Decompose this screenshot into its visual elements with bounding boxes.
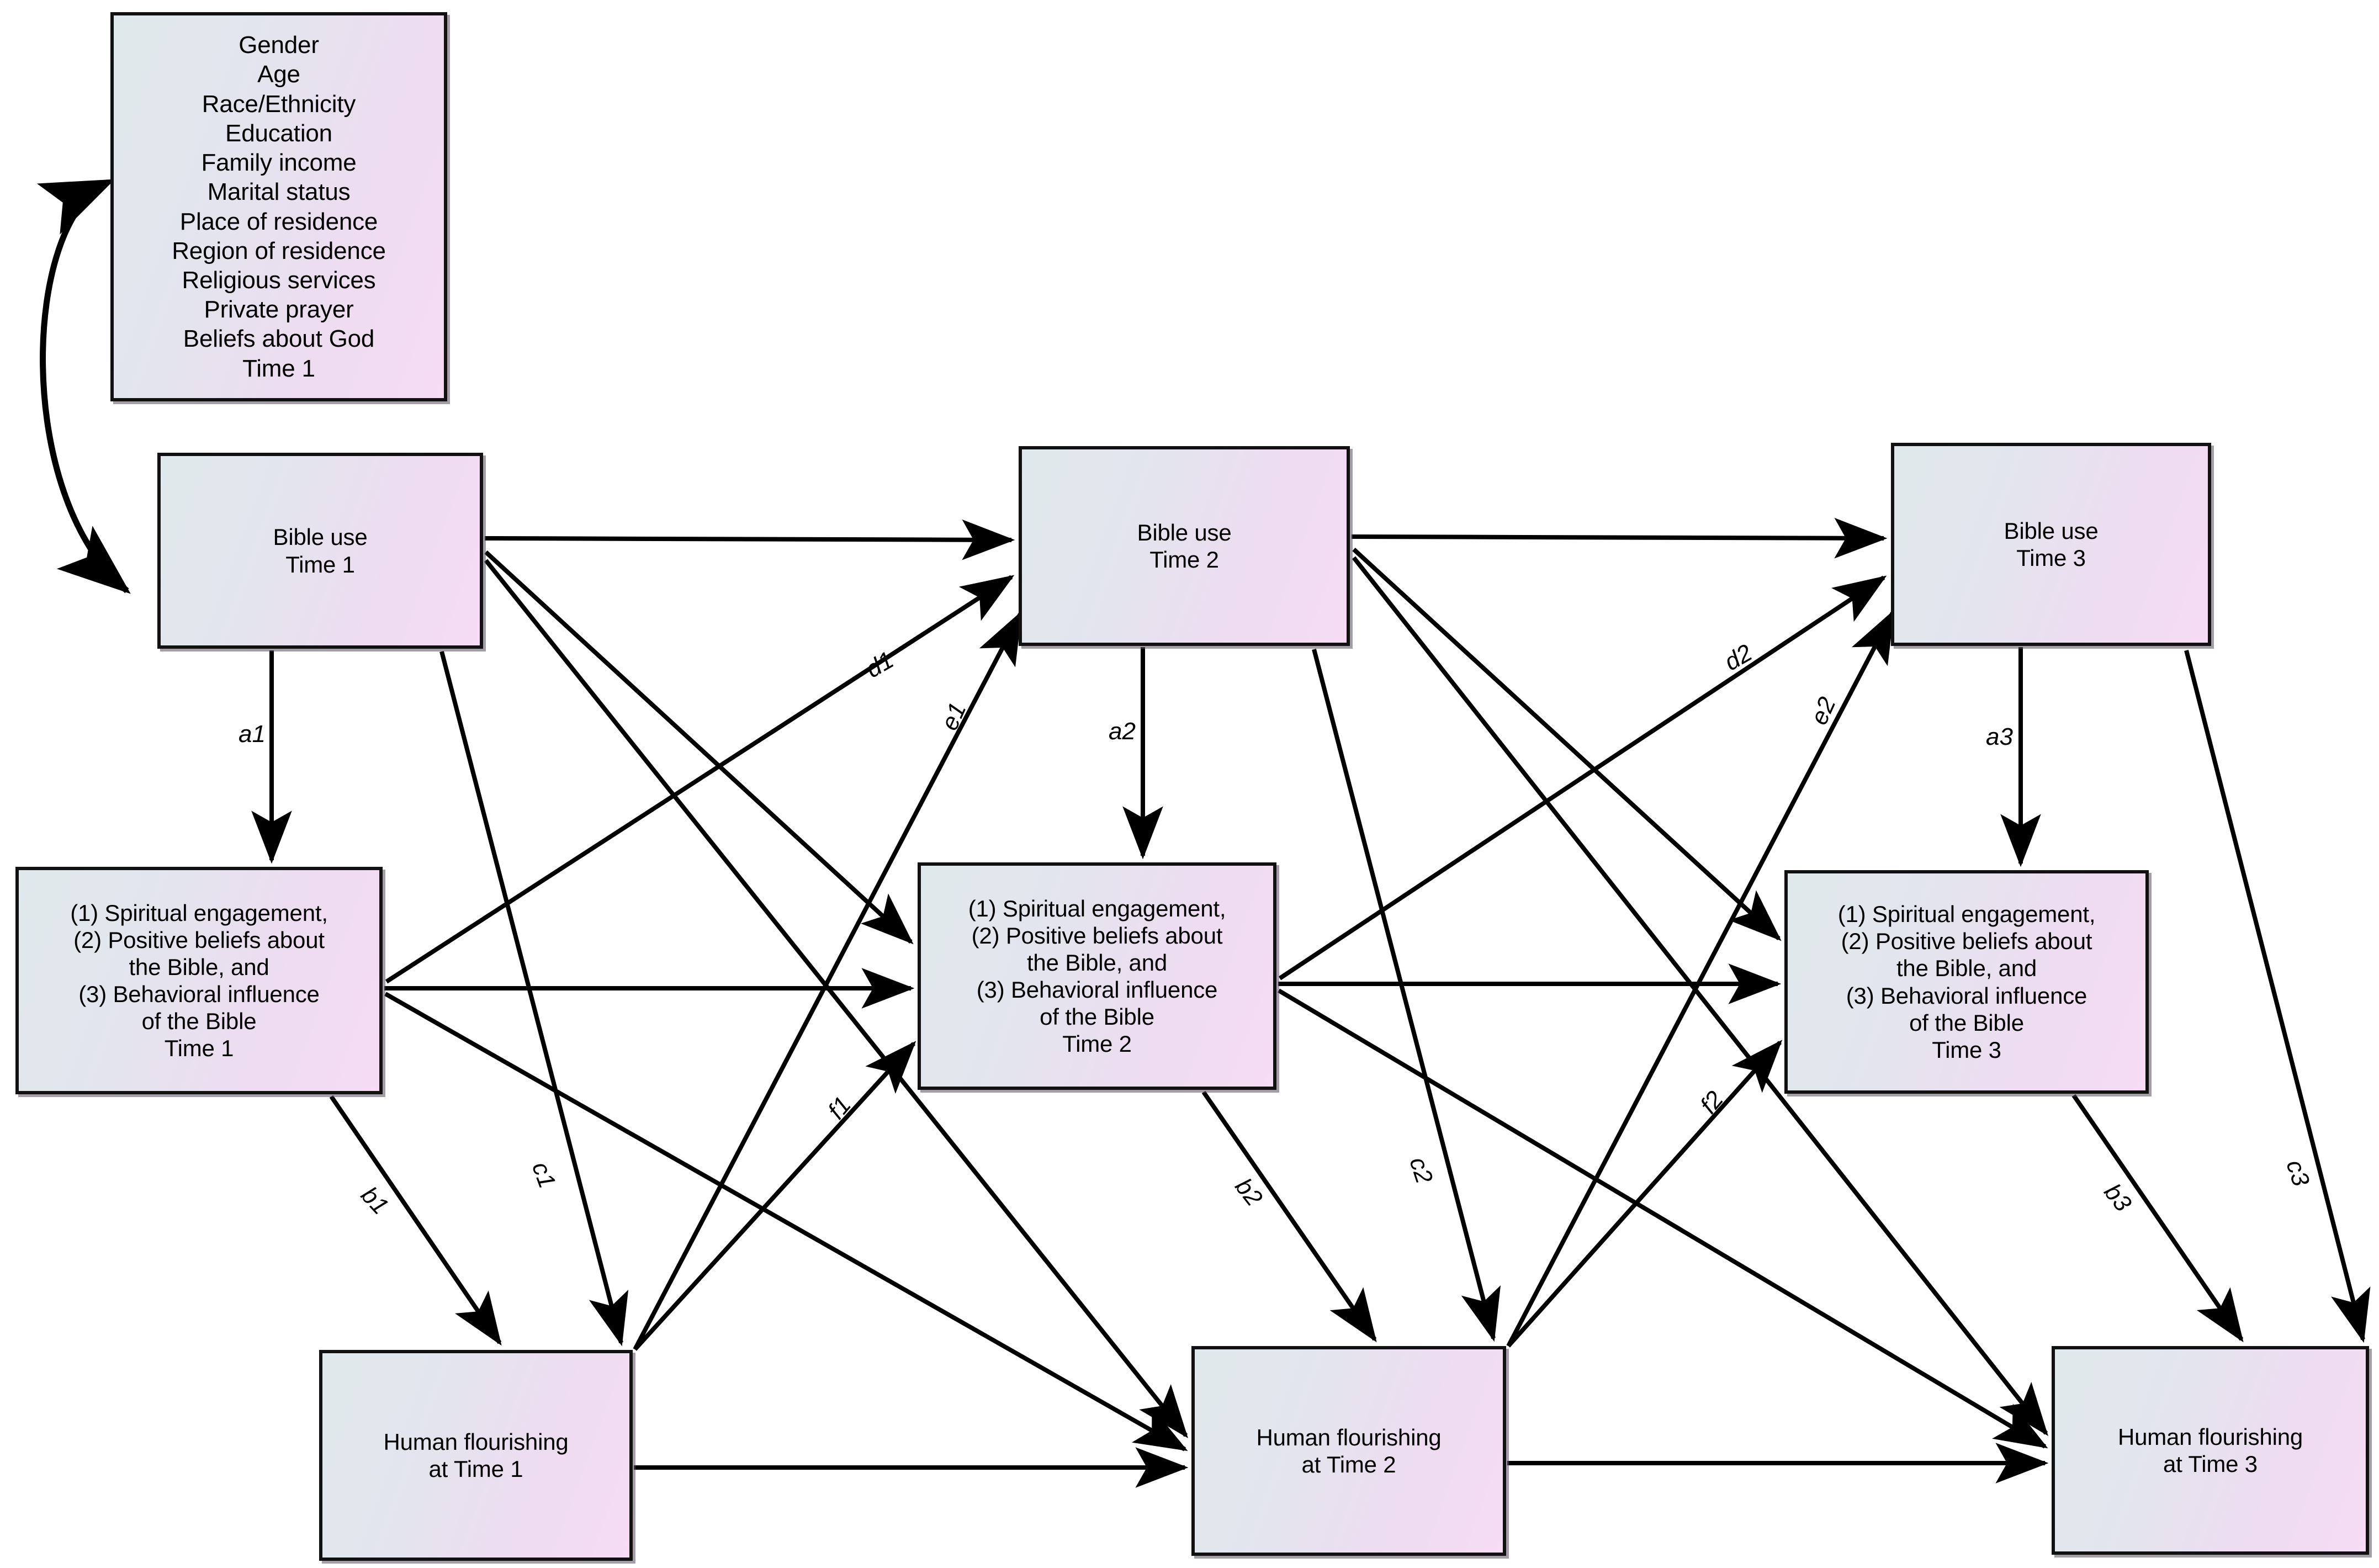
bible-use-time-2-box[interactable]: Bible use Time 2: [1019, 446, 1350, 646]
human-flourishing-time-3-box[interactable]: Human flourishing at Time 3: [2052, 1346, 2369, 1555]
bible-use-time-2-label: Bible use Time 2: [1137, 519, 1232, 573]
edge-bibleuse-t1-t2: [484, 519, 1015, 560]
edge-engagement-t2-flourishing-t3: [1277, 988, 2048, 1449]
edge-c2: [1312, 648, 1501, 1342]
bible-use-time-1-label: Bible use Time 1: [273, 524, 368, 578]
edge-f2: [1507, 1040, 1783, 1348]
edge-c1: [439, 650, 629, 1347]
bible-engagement-time-2-box[interactable]: (1) Spiritual engagement, (2) Positive b…: [918, 862, 1276, 1090]
human-flourishing-time-1-box[interactable]: Human flourishing at Time 1: [319, 1350, 633, 1561]
edge-b2: [1201, 1090, 1377, 1343]
edge-e1: [633, 611, 1022, 1350]
edge-engagement-t1-flourishing-t2: [384, 992, 1188, 1452]
edge-f1: [633, 1041, 916, 1351]
edge-d2: [1278, 575, 1887, 981]
bible-engagement-time-2-label: (1) Spiritual engagement, (2) Positive b…: [968, 895, 1226, 1057]
bible-engagement-time-3-box[interactable]: (1) Spiritual engagement, (2) Positive b…: [1784, 870, 2149, 1094]
bible-use-time-3-label: Bible use Time 3: [2004, 517, 2099, 571]
edge-bibleuse-t2-flourishing-t3: [1352, 556, 2048, 1437]
bible-use-time-1-box[interactable]: Bible use Time 1: [157, 453, 483, 649]
path-label-a1: a1: [239, 721, 266, 748]
human-flourishing-time-1-label: Human flourishing at Time 1: [383, 1428, 569, 1482]
human-flourishing-time-2-label: Human flourishing at Time 2: [1256, 1424, 1442, 1477]
edge-d1: [385, 575, 1015, 984]
path-label-a3: a3: [1986, 723, 2013, 750]
edge-bibleuse-t1-flourishing-t2: [484, 559, 1188, 1438]
edge-e2: [1506, 610, 1895, 1347]
edge-bibleuse-t2-engagement-t3: [1352, 548, 1782, 941]
covariates-label: Gender Age Race/Ethnicity Education Fami…: [172, 31, 386, 382]
edge-covariates-bibleuse-t1: [36, 179, 131, 594]
path-label-a2: a2: [1109, 718, 1136, 745]
bible-engagement-time-1-box[interactable]: (1) Spiritual engagement, (2) Positive b…: [15, 867, 383, 1094]
human-flourishing-time-2-box[interactable]: Human flourishing at Time 2: [1191, 1346, 1506, 1556]
edge-c3: [2184, 650, 2371, 1343]
edge-bibleuse-t2-t3: [1351, 517, 1888, 559]
bible-engagement-time-1-label: (1) Spiritual engagement, (2) Positive b…: [70, 899, 328, 1062]
edge-bibleuse-t1-engagement-t2: [484, 550, 914, 945]
human-flourishing-time-3-label: Human flourishing at Time 3: [2117, 1423, 2303, 1477]
bible-use-time-3-box[interactable]: Bible use Time 3: [1891, 443, 2211, 646]
edge-b3: [2071, 1094, 2244, 1343]
edge-b1: [329, 1095, 502, 1346]
covariates-box[interactable]: Gender Age Race/Ethnicity Education Fami…: [110, 12, 447, 401]
bible-engagement-time-3-label: (1) Spiritual engagement, (2) Positive b…: [1837, 901, 2096, 1063]
